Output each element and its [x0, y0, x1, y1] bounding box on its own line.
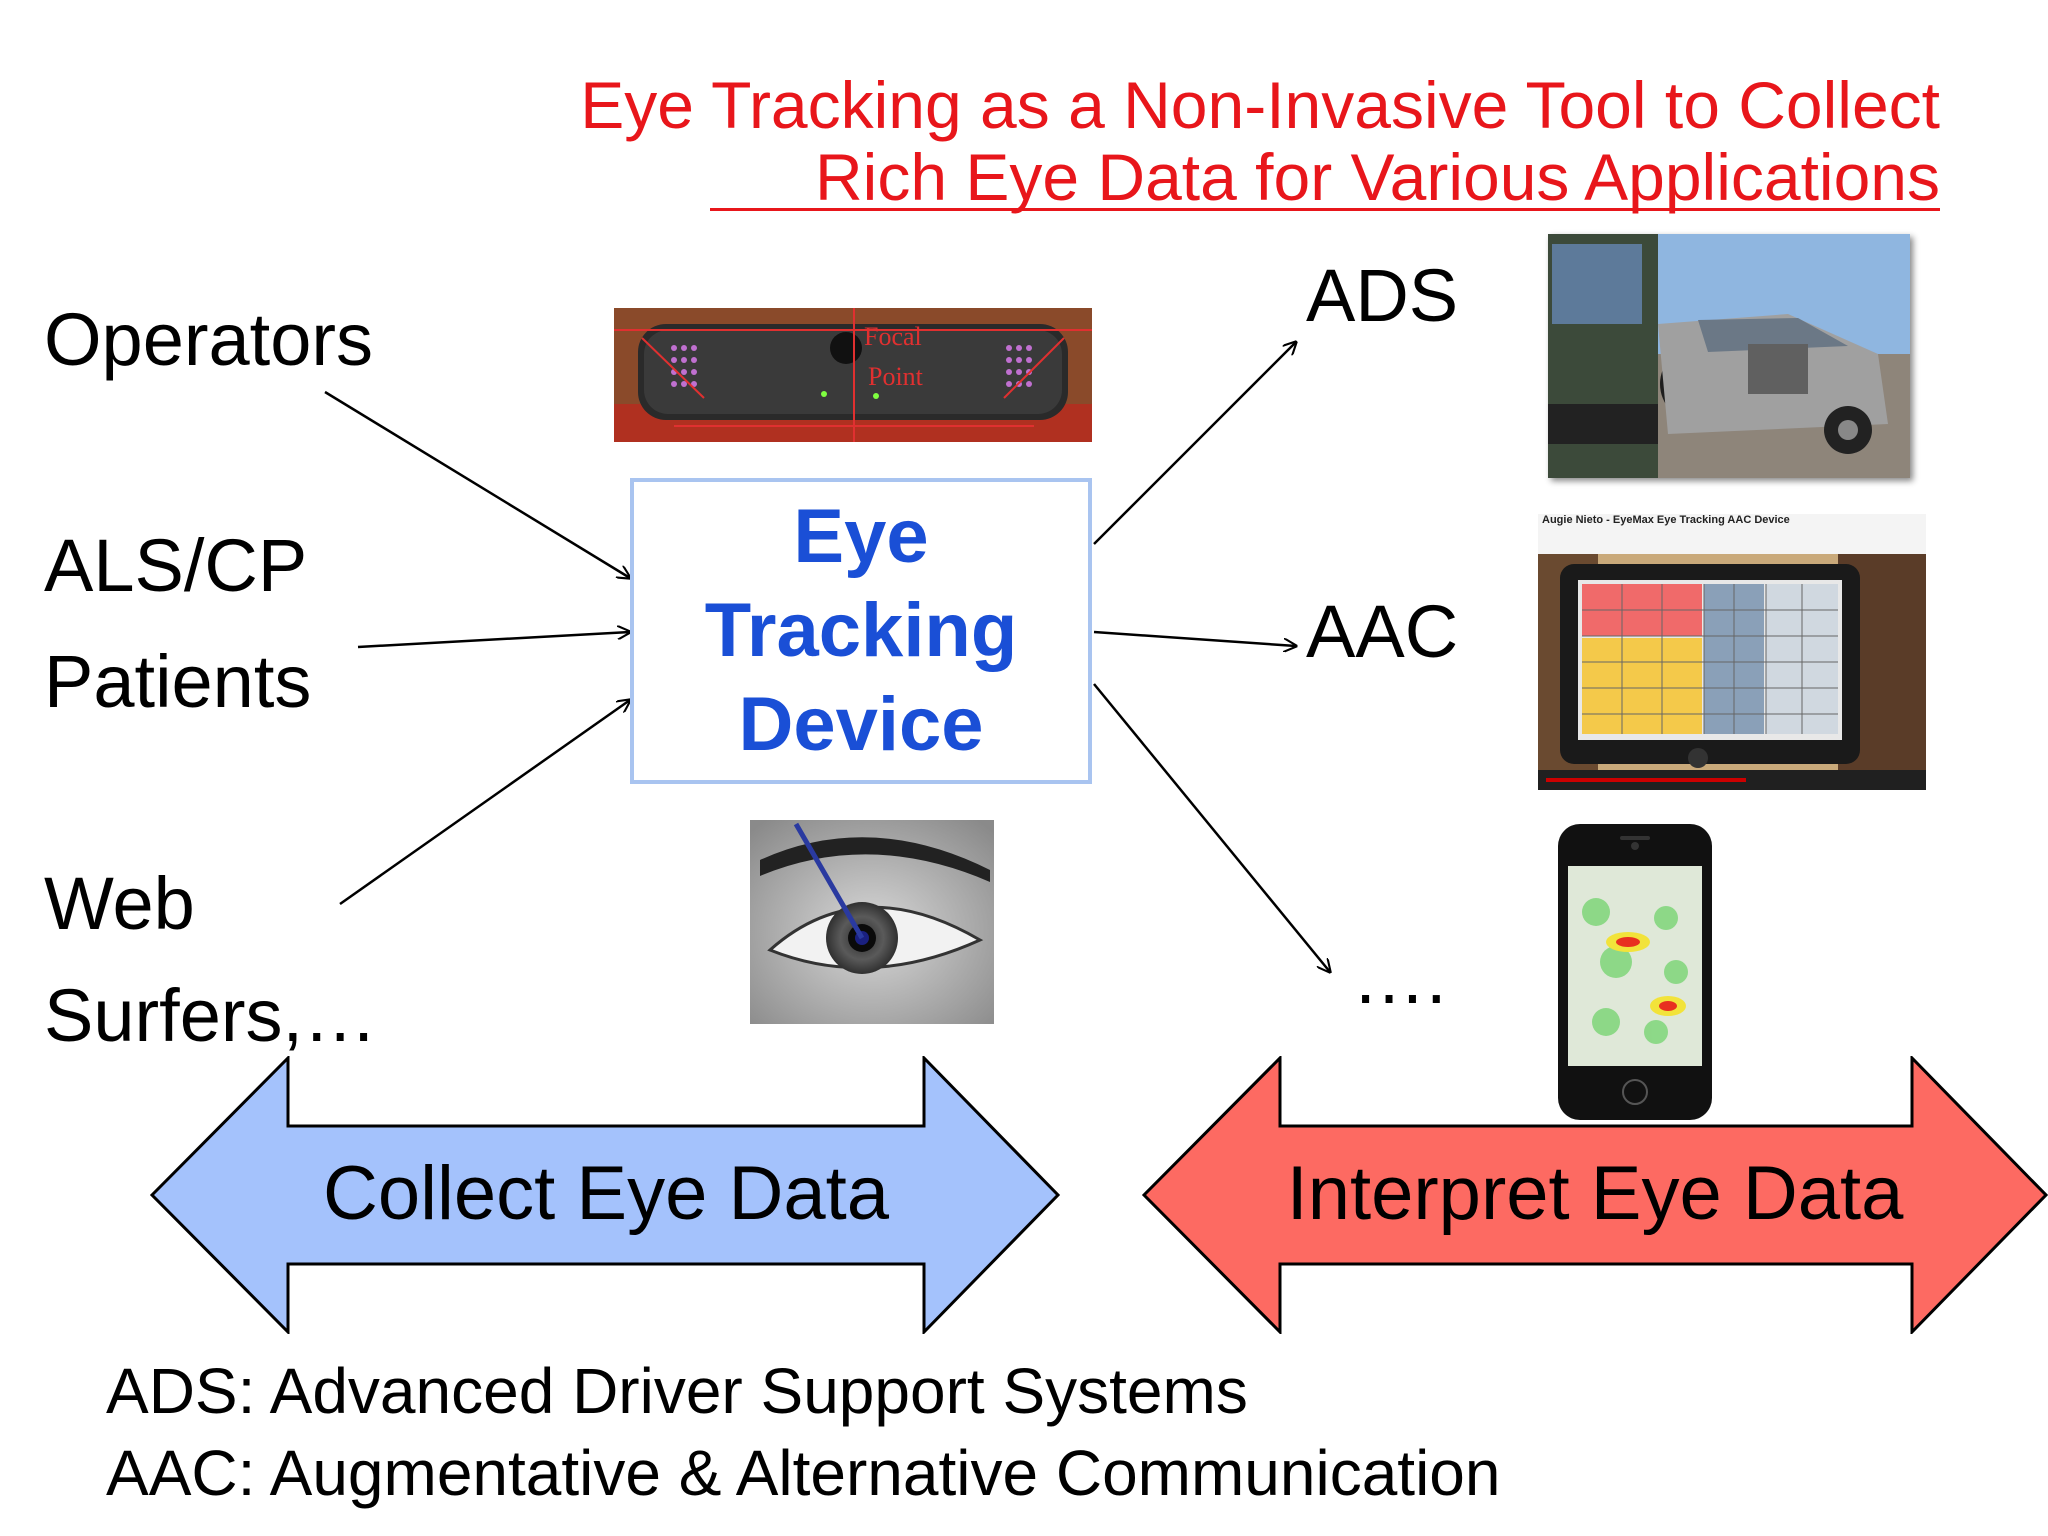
- arrow-operators-to-device: [324, 390, 630, 578]
- arrow-patients-to-device: [357, 632, 630, 649]
- output-more: ….: [1352, 936, 1447, 1019]
- input-operators: Operators: [44, 298, 374, 381]
- collect-arrow: [150, 1056, 1061, 1334]
- input-web: Web: [44, 862, 195, 945]
- eye-tracker-photo: Focal Point: [614, 308, 1092, 442]
- input-surfers: Surfers,…: [44, 974, 378, 1057]
- input-als-cp: ALS/CP: [44, 524, 308, 607]
- truck-crash-photo: [1548, 234, 1910, 478]
- output-aac: AAC: [1306, 590, 1459, 673]
- collect-eye-data-label: Collect Eye Data: [322, 1151, 890, 1236]
- interpret-eye-data-label: Interpret Eye Data: [1286, 1151, 1904, 1236]
- eye-closeup-photo: [750, 820, 994, 1024]
- device-label-line-1: Eye: [793, 494, 929, 579]
- focal-label-2: Point: [868, 362, 923, 391]
- device-label-line-2: Tracking: [704, 588, 1018, 673]
- interpret-arrow: [1142, 1056, 2048, 1334]
- aac-device-photo: Augie Nieto - EyeMax Eye Tracking AAC De…: [1538, 514, 1926, 790]
- phone-heatmap-photo: [1556, 822, 1714, 1122]
- title-line-2: Rich Eye Data for Various Applications: [815, 140, 1940, 214]
- title-line-1: Eye Tracking as a Non-Invasive Tool to C…: [580, 68, 1940, 142]
- arrow-device-to-more: [1093, 683, 1330, 972]
- aac-video-caption: Augie Nieto - EyeMax Eye Tracking AAC De…: [1542, 514, 1790, 526]
- title-underline: [710, 208, 1940, 211]
- arrow-device-to-ads: [1093, 342, 1296, 545]
- output-ads: ADS: [1306, 254, 1459, 337]
- footnote-ads: ADS: Advanced Driver Support Systems: [106, 1355, 1248, 1427]
- arrow-device-to-aac: [1093, 630, 1296, 646]
- input-patients: Patients: [44, 640, 312, 723]
- eye-tracking-device-box: Eye Tracking Device: [630, 478, 1092, 784]
- footnote-aac: AAC: Augmentative & Alternative Communic…: [106, 1437, 1501, 1509]
- device-label-line-3: Device: [738, 682, 984, 767]
- arrow-web-to-device: [339, 700, 630, 906]
- focal-label-1: Focal: [864, 322, 922, 351]
